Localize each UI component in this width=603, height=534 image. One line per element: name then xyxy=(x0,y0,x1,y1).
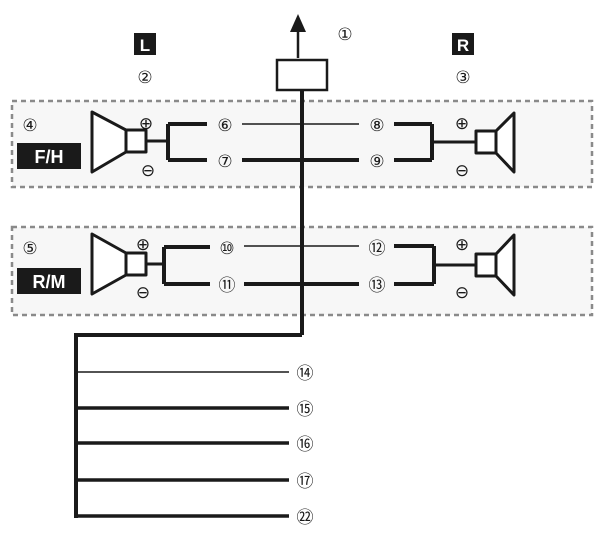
front-speaker-wires xyxy=(146,122,476,162)
rear-group-badge: R/M xyxy=(17,268,81,294)
speaker-rear-left-icon xyxy=(90,232,148,296)
callout-5: ⑤ xyxy=(22,239,37,259)
front-group-badge: F/H xyxy=(17,143,81,169)
svg-text:R: R xyxy=(457,36,469,55)
left-side-badge: L xyxy=(134,33,156,55)
rear-left-minus-sign: ⊖ xyxy=(136,283,150,303)
speaker-front-right-icon xyxy=(474,111,516,174)
front-left-plus-sign: ⊕ xyxy=(139,114,153,134)
callout-17: ⑰ xyxy=(297,472,314,492)
front-right-plus-sign: ⊕ xyxy=(455,114,469,134)
rear-right-plus-sign: ⊕ xyxy=(455,235,469,255)
callout-22: ㉒ xyxy=(297,508,314,528)
callout-9: ⑨ xyxy=(369,152,384,172)
callout-14: ⑭ xyxy=(297,364,314,384)
callout-7: ⑦ xyxy=(217,152,232,172)
rear-right-minus-sign: ⊖ xyxy=(455,283,469,303)
callout-11: ⑪ xyxy=(219,276,236,296)
main-wire-trunk xyxy=(74,90,304,518)
callout-12: ⑫ xyxy=(369,239,386,259)
callout-6: ⑥ xyxy=(217,116,232,136)
right-side-badge: R xyxy=(452,33,474,55)
speaker-front-left-icon xyxy=(90,110,148,174)
callout-10: ⑩ xyxy=(219,239,234,259)
callout-13: ⑬ xyxy=(369,276,386,296)
callout-2: ② xyxy=(137,68,152,88)
rear-left-plus-sign: ⊕ xyxy=(136,235,150,255)
rear-speaker-wires xyxy=(146,244,476,286)
callout-16: ⑯ xyxy=(297,435,314,455)
head-unit-connector xyxy=(275,14,329,92)
callout-15: ⑮ xyxy=(297,400,314,420)
callout-4: ④ xyxy=(22,116,37,136)
front-left-minus-sign: ⊖ xyxy=(141,161,155,181)
speaker-rear-right-icon xyxy=(474,233,516,297)
front-right-minus-sign: ⊖ xyxy=(455,161,469,181)
svg-text:F/H: F/H xyxy=(35,147,64,167)
svg-text:R/M: R/M xyxy=(33,272,66,292)
callout-8: ⑧ xyxy=(369,116,384,136)
callout-3: ③ xyxy=(455,68,470,88)
callout-1: ① xyxy=(337,25,352,45)
svg-text:L: L xyxy=(140,36,150,55)
branch-leads xyxy=(76,371,289,518)
